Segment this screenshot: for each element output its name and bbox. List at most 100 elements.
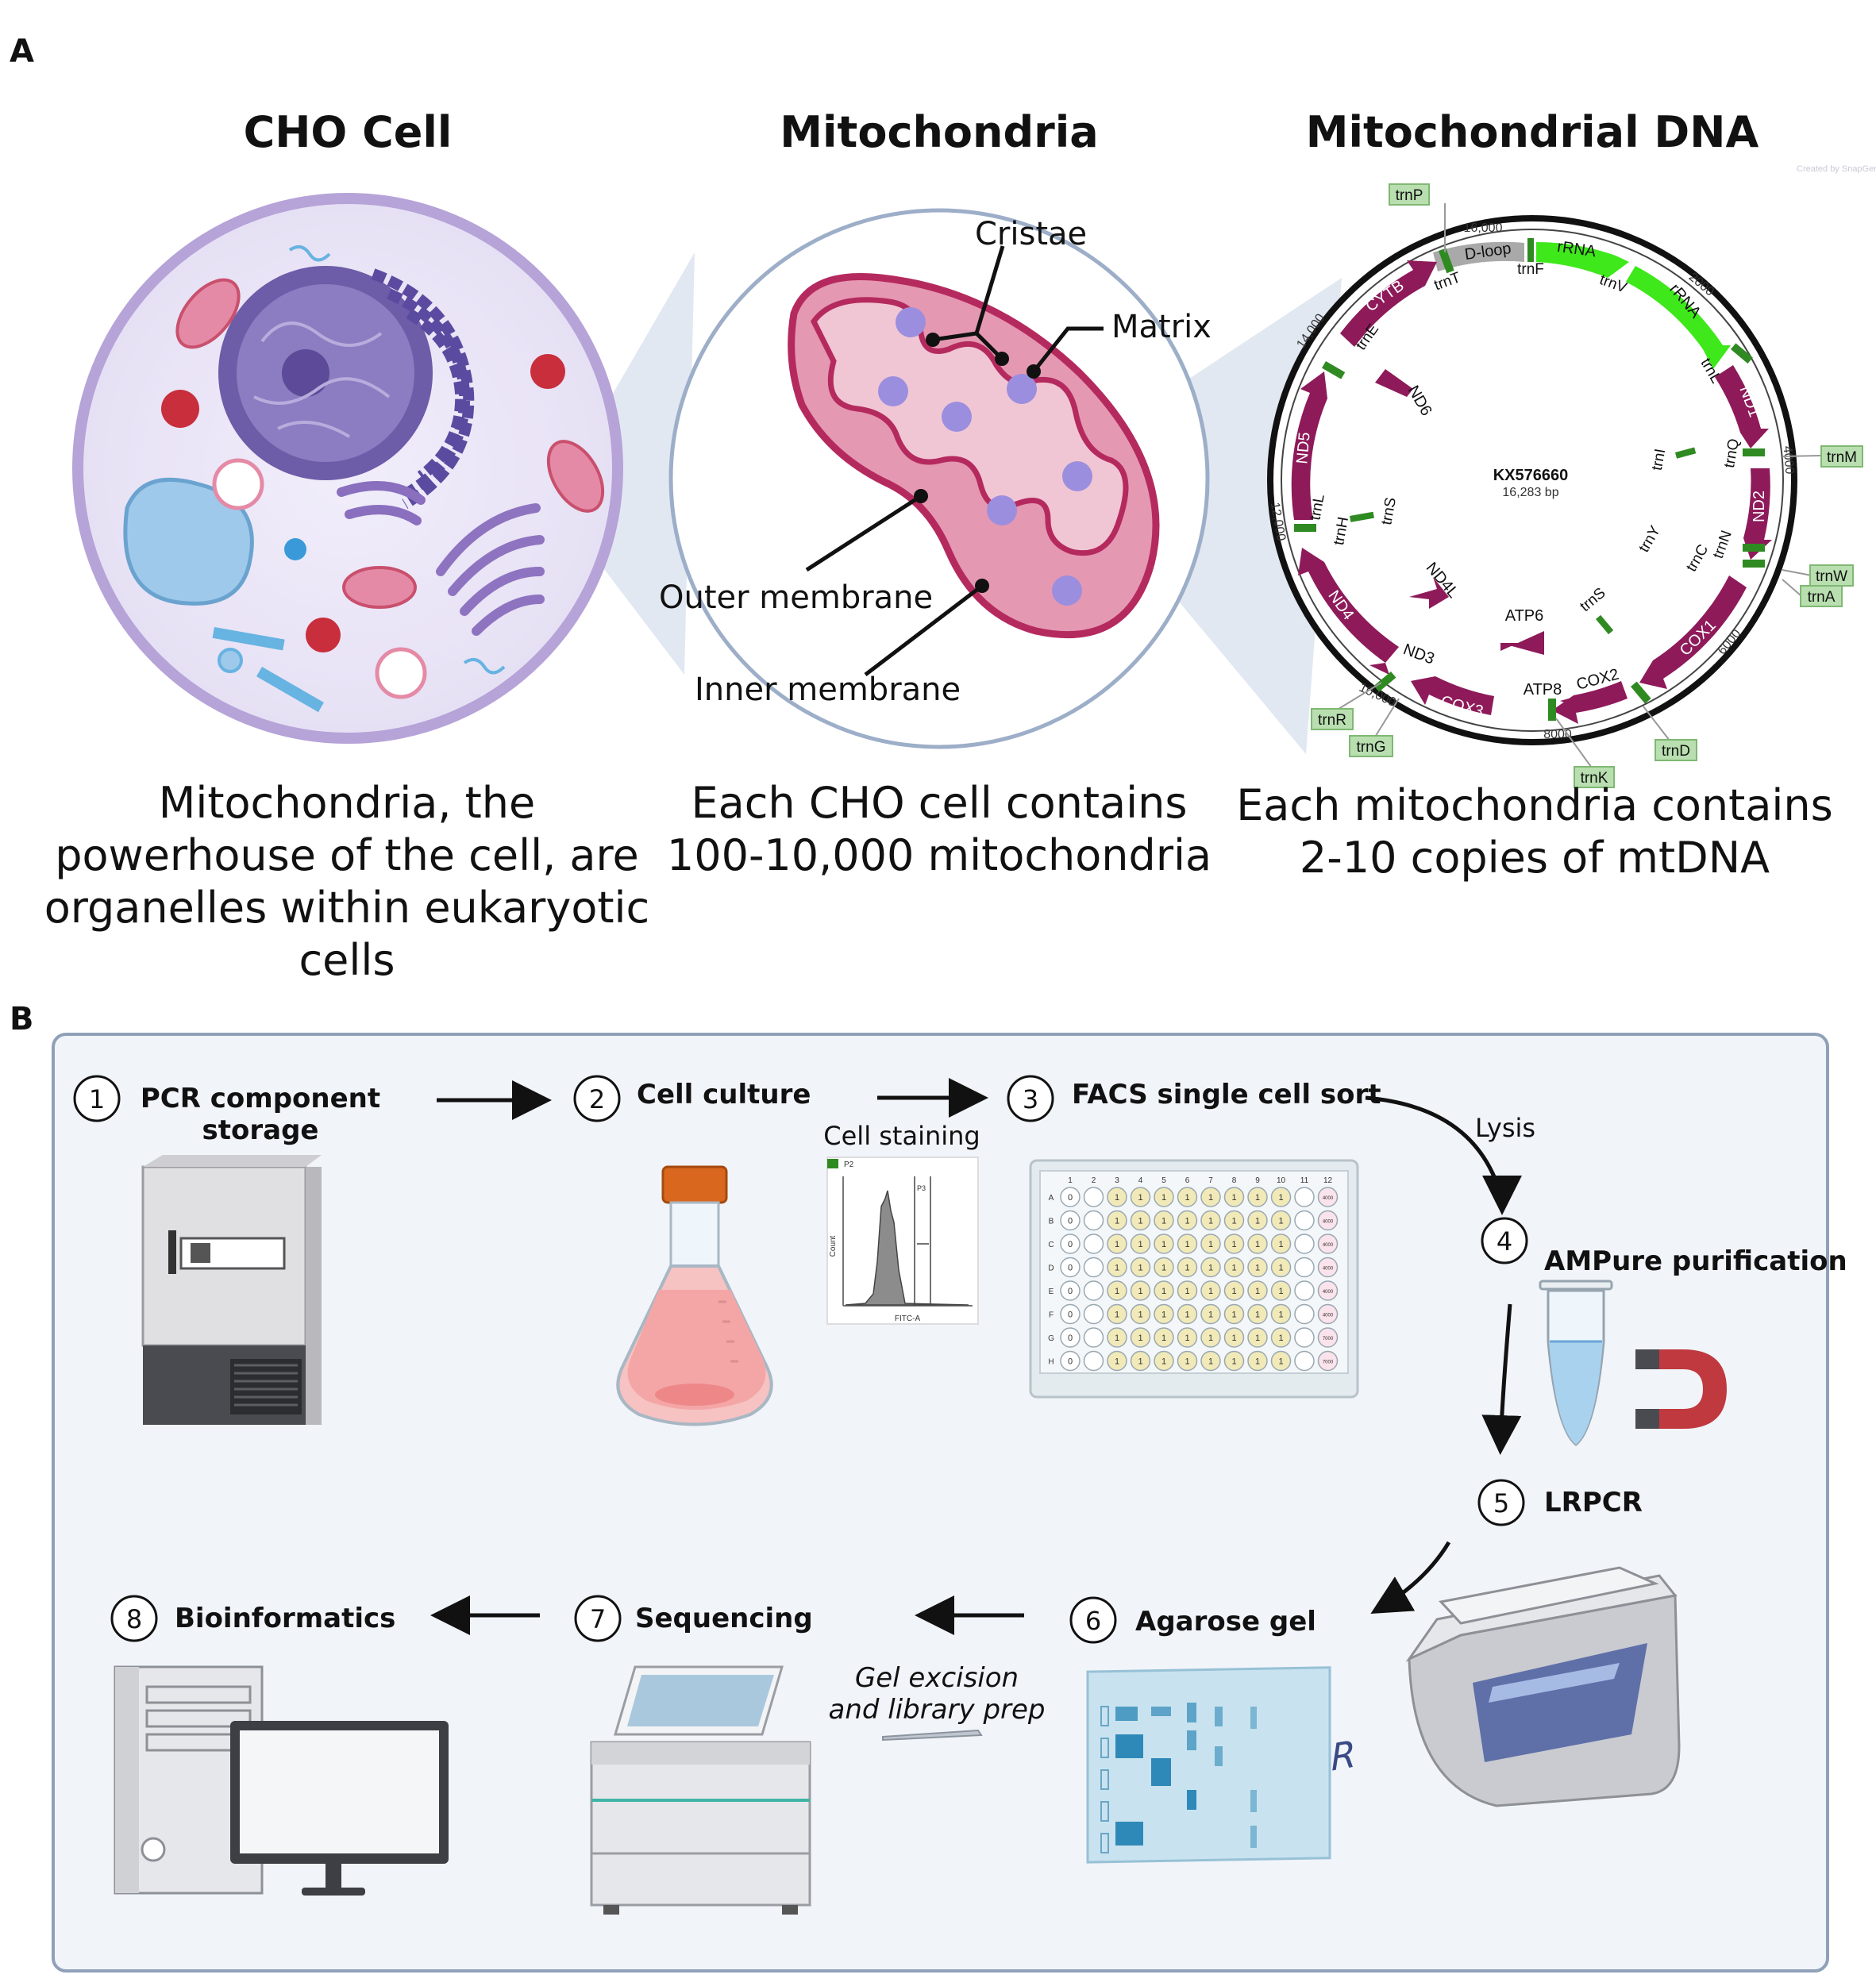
scalpel-icon: [882, 1729, 983, 1742]
gene-atp6: [1500, 631, 1544, 655]
plate-well: [1107, 1210, 1127, 1231]
plate-well: [1317, 1303, 1339, 1325]
plate-col-label: 10: [1277, 1176, 1286, 1185]
plate-well: [1270, 1187, 1292, 1207]
caption-mito-line: 100-10,000 mitochondria: [667, 830, 1212, 880]
plate-well-label: 1: [1208, 1240, 1213, 1249]
gene-label-atp6: ATP6: [1505, 607, 1544, 625]
gene-cox1: [1639, 575, 1747, 689]
golgi: [436, 503, 545, 636]
facs-histogram: P2 P3 FITC-A Count: [826, 1157, 979, 1325]
plate-well-label: 4000: [1323, 1243, 1334, 1248]
plate-well: [1060, 1303, 1081, 1325]
plate-well: [1317, 1350, 1339, 1372]
plate-well-label: 1: [1255, 1287, 1260, 1296]
facs-gate-label: P2: [844, 1160, 854, 1169]
computer-icon: [114, 1665, 449, 1896]
caption-mito-line: Each CHO cell contains: [691, 778, 1188, 828]
caption-cell-line: Mitochondria, the: [159, 778, 536, 828]
plate-well-label: 1: [1231, 1311, 1236, 1320]
plate-well: [1247, 1257, 1268, 1278]
plate-well: [1200, 1350, 1221, 1372]
trn-label: trnI: [1649, 448, 1669, 472]
plate-well: [1154, 1234, 1174, 1254]
plate-well-label: 1: [1231, 1193, 1236, 1203]
matrix-granule: [1062, 461, 1092, 491]
plate-col-label: 3: [1115, 1176, 1119, 1185]
plate-well: [1317, 1187, 1339, 1207]
step-7: 7 Sequencing: [574, 1595, 813, 1642]
matrix-granule: [987, 495, 1017, 525]
plate-well-label: 1: [1185, 1193, 1189, 1203]
plate-col-label: 1: [1068, 1176, 1073, 1185]
plate-well-label: 1: [1208, 1311, 1213, 1320]
plate-well-label: 4000: [1323, 1290, 1334, 1295]
tick-label: 4000: [1780, 445, 1796, 475]
plate-well-label: 1: [1161, 1311, 1166, 1320]
plate-well: [1130, 1187, 1151, 1207]
plate-well: [1200, 1257, 1221, 1278]
plate-row-label: E: [1049, 1287, 1054, 1296]
plate-well-label: 4000: [1323, 1220, 1334, 1225]
plate-well: [1154, 1280, 1174, 1301]
plate-well-label: 1: [1278, 1311, 1283, 1320]
caption-mtdna-line: Each mitochondria contains: [1236, 780, 1833, 830]
gene-nd1: [1715, 365, 1769, 448]
plate-col-label: 6: [1185, 1176, 1190, 1185]
plate-well: [1317, 1327, 1339, 1348]
plate-col-label: 7: [1208, 1176, 1213, 1185]
plate-well-label: 0: [1068, 1264, 1073, 1273]
tube-icon: [1539, 1280, 1613, 1446]
gene-cytb: [1340, 260, 1437, 347]
gene-rrna-1: [1536, 241, 1629, 278]
plate-well: [1294, 1350, 1315, 1372]
plate-well: [1107, 1350, 1127, 1372]
cell-mitochondrion: [342, 566, 417, 609]
plate-well: [1270, 1210, 1292, 1231]
plate-well: [1223, 1280, 1245, 1301]
plate-well-label: 1: [1278, 1240, 1283, 1249]
plate-well: [1154, 1327, 1174, 1348]
cytoskeleton: [212, 627, 285, 651]
plate-well-label: 1: [1278, 1217, 1283, 1226]
step-number: 3: [1023, 1084, 1038, 1114]
lysis-label: Lysis: [1475, 1113, 1535, 1143]
plate-well-label: 7000: [1323, 1361, 1334, 1365]
plate-well-label: 1: [1278, 1264, 1283, 1273]
plate-well: [1177, 1303, 1198, 1325]
plate-well-label: 1: [1138, 1311, 1142, 1320]
plate-well: [1247, 1327, 1268, 1348]
trn-box-label: trnK: [1581, 770, 1608, 787]
plate-well: [1294, 1234, 1315, 1254]
plate-well: [1294, 1303, 1315, 1325]
gene-cox2: [1552, 681, 1628, 724]
mtdna-map: D-loop rRNA rRNA ND1 ND2 COX1 COX2 COX3 …: [1267, 164, 1876, 788]
panel-titles: CHO Cell Mitochondria Mitochondrial DNA: [244, 107, 1759, 157]
plate-well-label: 1: [1208, 1264, 1213, 1273]
plate-well: [1083, 1187, 1104, 1207]
trn-boxes: trnP trnM trnW trnA trnD trnK trnR trnG: [1311, 183, 1863, 788]
matrix-granule: [942, 402, 972, 432]
plate-well: [1177, 1187, 1198, 1207]
plate-well: [1130, 1234, 1151, 1254]
plate-col-label: 5: [1161, 1176, 1166, 1185]
plate-well: [1130, 1257, 1151, 1278]
step-6: 6 Agarose gel: [1069, 1596, 1316, 1644]
plate-well-label: 1: [1138, 1334, 1142, 1343]
panel-a-label: A: [10, 33, 34, 70]
lysosome: [306, 618, 341, 652]
plate-well: [1247, 1280, 1268, 1301]
plate-well: [1060, 1257, 1081, 1278]
plate-well: [1083, 1257, 1104, 1278]
facs-y-axis: Count: [829, 1235, 838, 1257]
plate-well: [1107, 1234, 1127, 1254]
plate-well-label: 1: [1161, 1193, 1166, 1203]
centrosome: [284, 538, 306, 560]
caption-cell-line: cells: [299, 935, 395, 985]
gel-icon: [1086, 1666, 1331, 1864]
cell-staining-label: Cell staining: [823, 1121, 980, 1151]
step-2: 2 Cell culture: [573, 1075, 811, 1122]
plate-well: [1223, 1257, 1245, 1278]
trn-marks: [1294, 238, 1765, 721]
